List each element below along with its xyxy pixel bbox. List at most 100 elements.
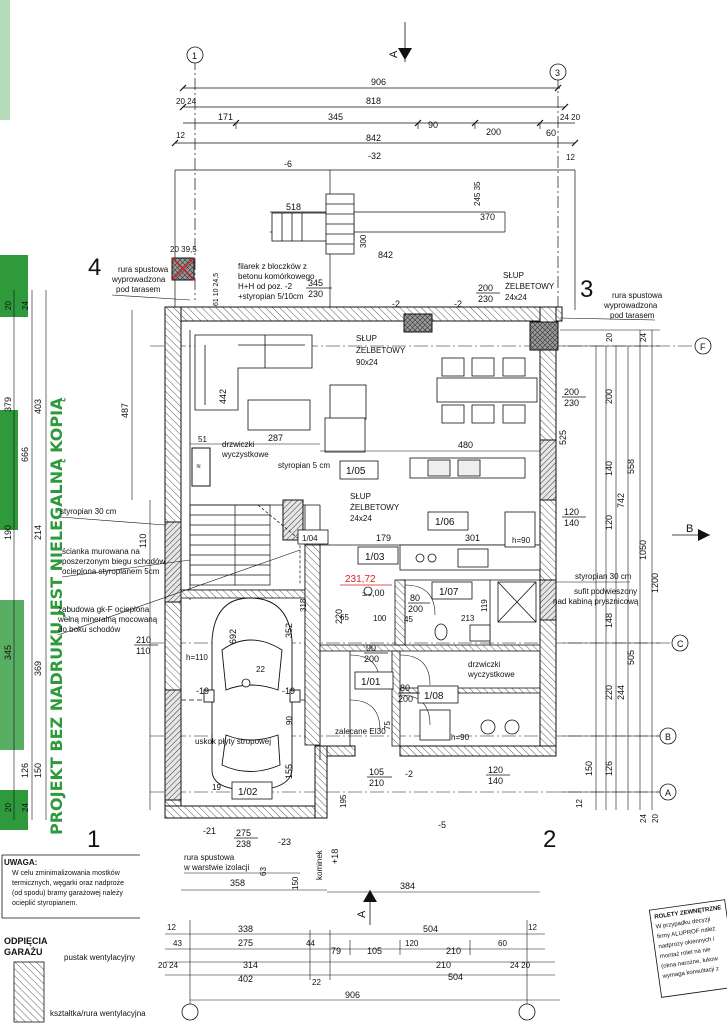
dim-379: 379 bbox=[3, 397, 13, 412]
corner-3: 3 bbox=[580, 276, 593, 303]
note-line: SŁUP bbox=[356, 334, 377, 343]
legend-title: ODPIĘCIA bbox=[4, 936, 48, 946]
opening-h: 140 bbox=[488, 776, 503, 786]
level-plus18: +18 bbox=[330, 849, 340, 864]
room-101: 1/01 bbox=[361, 677, 381, 688]
dim-558: 558 bbox=[626, 459, 636, 474]
note-line: wełną mineralną mocowaną bbox=[57, 615, 158, 624]
watermark-mark bbox=[0, 0, 28, 830]
note-line: drzwiczki bbox=[468, 660, 501, 669]
level-minus21: -21 bbox=[203, 826, 216, 836]
brick-dim-2: 61 10 24,5 bbox=[213, 273, 220, 306]
dim-179: 179 bbox=[376, 533, 391, 543]
dim-overall-top: 906 bbox=[371, 77, 386, 87]
dim-90: 90 bbox=[285, 716, 294, 725]
room-104: 1/04 bbox=[302, 534, 318, 543]
section-a-bottom-label: A bbox=[356, 910, 368, 918]
opening-80-200-bath: 80 200 bbox=[408, 593, 430, 614]
dim-150-right: 150 bbox=[584, 761, 594, 776]
dim-12-right: 12 bbox=[566, 153, 575, 162]
dim-79: 79 bbox=[331, 946, 341, 956]
dim-75: 75 bbox=[383, 721, 392, 730]
room-108: 1/08 bbox=[424, 691, 444, 702]
right-dimension-lines bbox=[560, 329, 660, 810]
opening-h: 110 bbox=[136, 646, 150, 656]
opening-w: 120 bbox=[564, 507, 579, 517]
bottom-dimension-labels: 12 338 504 12 43 275 44 79 105 120 210 6… bbox=[158, 923, 537, 1000]
legend-item: pustak wentylacyjny bbox=[64, 953, 135, 962]
opening-h: 230 bbox=[478, 294, 493, 304]
note-line: wyprowadzona bbox=[603, 301, 658, 310]
level-zero: ±0,00 bbox=[362, 588, 384, 598]
terrace-width: 518 bbox=[286, 202, 301, 212]
car bbox=[203, 597, 301, 791]
opening-w: 90 bbox=[366, 643, 376, 653]
inner-partitions bbox=[180, 544, 541, 747]
uwaga-line: (od spodu) bramy garażowej należy bbox=[12, 890, 123, 897]
opening-w: 210 bbox=[136, 635, 151, 645]
level-minus6: -6 bbox=[284, 159, 292, 169]
dim-126-left: 126 bbox=[20, 763, 30, 778]
right-dimension-labels: 1200 1050 742 558 505 244 150 200 140 12… bbox=[575, 333, 660, 823]
note-uwaga: UWAGA: W celu zminimalizowania mostków t… bbox=[1, 854, 140, 919]
note-line: betonu komórkowego bbox=[238, 272, 315, 281]
coffee-table bbox=[247, 399, 311, 431]
note-line: 24x24 bbox=[505, 293, 527, 302]
note-rolety: ROLETY ZEWNĘTRZNE W przypadku decyzji fi… bbox=[648, 899, 727, 998]
dim-20-left-b: 20 bbox=[4, 803, 13, 812]
room-106: 1/06 bbox=[435, 517, 455, 528]
dim-h90-utility: h=90 bbox=[451, 733, 470, 742]
dim-200: 200 bbox=[486, 127, 501, 137]
dim-90: 90 bbox=[428, 120, 438, 130]
dim-525: 525 bbox=[558, 430, 568, 445]
note-cleanout-1: drzwiczki wyczystkowe bbox=[221, 440, 269, 459]
dim-210: 210 bbox=[446, 946, 461, 956]
axis-a-label: A bbox=[665, 788, 671, 798]
note-line: pod tarasem bbox=[116, 285, 161, 294]
note-line: sufit podwieszony bbox=[574, 587, 637, 596]
opening-120-140-bottom: 120 140 bbox=[486, 765, 510, 786]
dim-318: 318 bbox=[299, 598, 308, 612]
dining-table bbox=[436, 357, 538, 424]
note-stairs-wall: ścianka murowana na poszerzonym biegu sc… bbox=[61, 547, 191, 578]
note-line: wyprowadzona bbox=[111, 275, 166, 284]
axis-1-label: 1 bbox=[192, 51, 197, 61]
dim-220: 220 bbox=[334, 609, 344, 624]
dim-2420: 24 20 bbox=[560, 113, 581, 122]
opening-h: 210 bbox=[369, 778, 384, 788]
uwaga-title: UWAGA: bbox=[4, 858, 37, 867]
dim-352: 352 bbox=[284, 623, 294, 638]
note-column-3: SŁUP ŻELBETOWY 90x24 bbox=[356, 334, 406, 367]
note-line: styropian 30 cm bbox=[575, 572, 632, 581]
axis-b-label: B bbox=[665, 732, 671, 742]
dim-190: 190 bbox=[3, 525, 13, 540]
room-102: 1/02 bbox=[238, 787, 258, 798]
dim-12-right-b: 12 bbox=[575, 799, 584, 808]
red-level: 231,72 bbox=[345, 574, 376, 585]
corner-2: 2 bbox=[543, 826, 556, 853]
note-line: poszerzonym biegu schodów bbox=[62, 557, 165, 566]
note-pipe-top-right: rura spustowa wyprowadzona pod tarasem bbox=[559, 291, 663, 321]
brick-dim-1: 20 39,5 bbox=[170, 245, 197, 254]
section-b-right: B bbox=[672, 523, 710, 541]
room-labels: 1/05 1/06 1/03 1/04 1/07 1/01 1/08 1/02 bbox=[231, 460, 473, 800]
dim-2420-bottom: 24 20 bbox=[510, 961, 531, 970]
opening-w: 200 bbox=[564, 387, 579, 397]
opening-h: 230 bbox=[564, 398, 579, 408]
inner-dimensions: 442 287 480 51 179 301 h=90 220 100 213 … bbox=[181, 299, 568, 893]
level-minus5: -5 bbox=[438, 820, 446, 830]
note-line: ŻELBETOWY bbox=[356, 346, 406, 355]
left-dimension-labels: 379 403 666 487 214 190 110 369 126 150 … bbox=[3, 301, 148, 812]
dim-19: 19 bbox=[212, 783, 221, 792]
opening-w: 275 bbox=[236, 828, 251, 838]
bottom-dimension-lines bbox=[165, 920, 560, 1005]
note-line: filarek z bloczków z bbox=[238, 262, 307, 271]
dim-20-left: 20 bbox=[4, 301, 13, 310]
opening-275-238: 275 238 bbox=[234, 828, 258, 849]
opening-w: 80 bbox=[410, 593, 420, 603]
kitchen-counter bbox=[399, 511, 541, 571]
opening-210-110: 210 110 bbox=[134, 635, 158, 656]
dim-2024: 20 24 bbox=[176, 97, 197, 106]
dim-314: 314 bbox=[243, 960, 258, 970]
axis-a: A bbox=[659, 783, 677, 801]
